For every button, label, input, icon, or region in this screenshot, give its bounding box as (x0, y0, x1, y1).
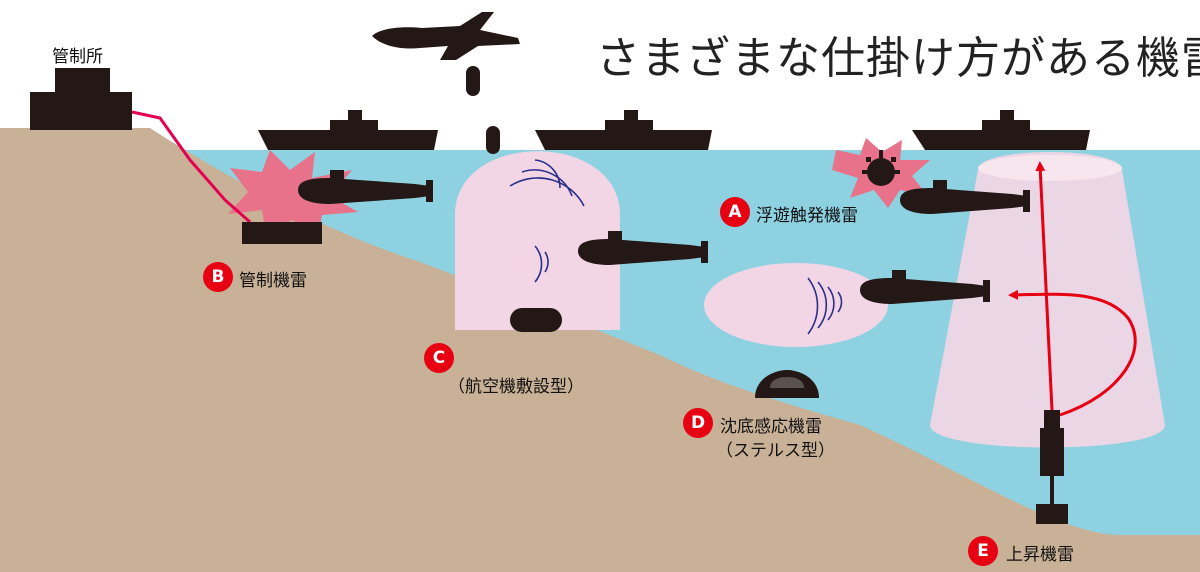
sonar-waves-c (509, 159, 585, 283)
explosion-b (228, 150, 358, 238)
mine-c-sublabel: （航空機敷設型） (448, 377, 584, 397)
submarine-1 (298, 170, 433, 204)
ship-2 (535, 110, 712, 150)
mine-d-badge: D (683, 408, 713, 438)
control-station-label: 管制所 (52, 47, 103, 67)
submarine-3 (900, 180, 1030, 214)
submarine-2 (578, 231, 708, 265)
ship-3 (912, 110, 1090, 150)
submarine-4 (860, 270, 990, 304)
control-cable (131, 110, 251, 224)
rising-path-up-arrow (1035, 161, 1054, 411)
ship-1 (258, 110, 438, 150)
falling-mine-1 (466, 66, 480, 96)
mine-a-label: 浮遊触発機雷 (756, 206, 858, 226)
control-station (30, 68, 132, 130)
air-laid-mine (510, 308, 562, 332)
sensor-zone-c (455, 151, 620, 330)
rising-path-curve-arrow (1008, 289, 1137, 417)
mine-c-badge: C (424, 343, 454, 373)
mine-a-badge: A (720, 197, 750, 227)
rising-mine (1036, 410, 1068, 524)
sensor-zone-e-top (978, 155, 1122, 181)
mine-d-label: 沈底感応機雷 (720, 417, 822, 437)
sensor-zone-d (704, 263, 888, 347)
falling-mine-2 (486, 126, 500, 154)
mine-b-badge: B (203, 262, 233, 292)
mine-e-badge: E (968, 536, 998, 566)
mine-b-label: 管制機雷 (239, 271, 307, 291)
diagram-title: さまざまな仕掛け方がある機雷 (596, 33, 1200, 84)
floating-contact-mine (862, 150, 900, 186)
bottom-influence-mine (755, 370, 819, 398)
mine-e-label: 上昇機雷 (1006, 545, 1074, 565)
mine-d-sublabel: （ステルス型） (716, 441, 835, 461)
controlled-mine (242, 222, 322, 244)
aircraft-silhouette (372, 12, 520, 60)
sonar-waves-d (807, 277, 843, 335)
